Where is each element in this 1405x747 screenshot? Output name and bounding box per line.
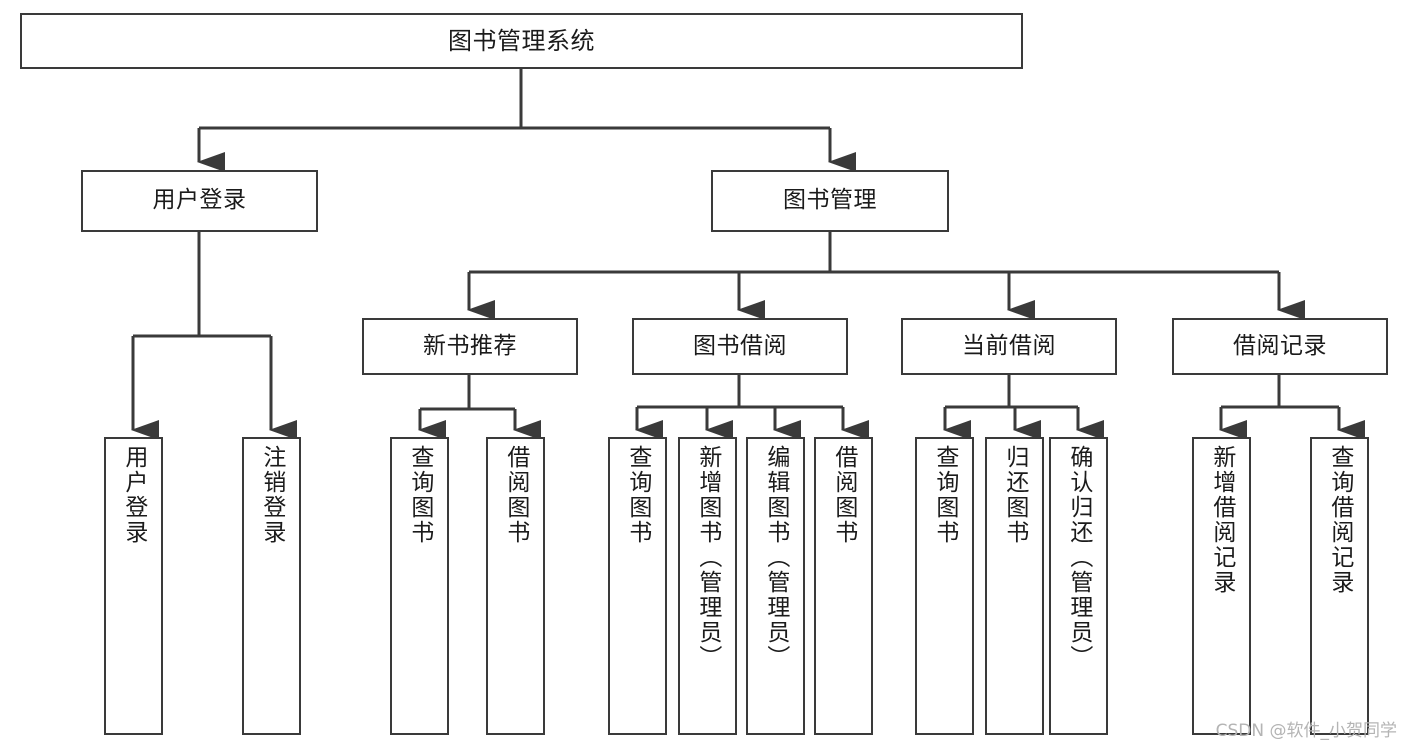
leaf-borrow-record-add-label: 新增借阅记录 — [1208, 445, 1235, 595]
node-user-login[interactable]: 用户登录 — [81, 170, 318, 232]
node-new-book-recommend[interactable]: 新书推荐 — [362, 318, 578, 375]
leaf-current-borrow-query[interactable]: 查询图书 — [915, 437, 974, 735]
leaf-borrow-record-query-label: 查询借阅记录 — [1326, 445, 1353, 595]
node-borrow-record[interactable]: 借阅记录 — [1172, 318, 1388, 375]
leaf-current-borrow-confirm-return[interactable]: 确认归还（管理员） — [1049, 437, 1108, 735]
leaf-new-book-query-label: 查询图书 — [406, 445, 433, 545]
leaf-book-borrow-edit[interactable]: 编辑图书（管理员） — [746, 437, 805, 735]
leaf-borrow-record-query[interactable]: 查询借阅记录 — [1310, 437, 1369, 735]
node-book-management-label: 图书管理 — [783, 187, 877, 214]
node-book-borrow-label: 图书借阅 — [693, 332, 787, 359]
leaf-new-book-query[interactable]: 查询图书 — [390, 437, 449, 735]
node-book-borrow[interactable]: 图书借阅 — [632, 318, 848, 375]
leaf-new-book-borrow-label: 借阅图书 — [502, 445, 529, 545]
leaf-book-borrow-edit-label: 编辑图书（管理员） — [762, 445, 789, 670]
node-book-management[interactable]: 图书管理 — [711, 170, 949, 232]
leaf-book-borrow-query-label: 查询图书 — [624, 445, 651, 545]
leaf-current-borrow-return-label: 归还图书 — [1001, 445, 1028, 545]
node-root-label: 图书管理系统 — [448, 26, 595, 55]
node-user-login-label: 用户登录 — [152, 187, 247, 214]
leaf-book-borrow-borrow[interactable]: 借阅图书 — [814, 437, 873, 735]
watermark-text: CSDN @软件_小贺同学 — [1215, 721, 1397, 741]
leaf-book-borrow-borrow-label: 借阅图书 — [830, 445, 857, 545]
leaf-current-borrow-query-label: 查询图书 — [931, 445, 958, 545]
leaf-current-borrow-return[interactable]: 归还图书 — [985, 437, 1044, 735]
leaf-book-borrow-add[interactable]: 新增图书（管理员） — [678, 437, 737, 735]
leaf-new-book-borrow[interactable]: 借阅图书 — [486, 437, 545, 735]
leaf-user-login-login-label: 用户登录 — [120, 445, 147, 545]
leaf-book-borrow-query[interactable]: 查询图书 — [608, 437, 667, 735]
leaf-user-login-logout-label: 注销登录 — [258, 445, 285, 545]
node-borrow-record-label: 借阅记录 — [1233, 332, 1327, 359]
node-new-book-recommend-label: 新书推荐 — [423, 332, 517, 359]
leaf-current-borrow-confirm-return-label: 确认归还（管理员） — [1065, 445, 1092, 670]
node-current-borrow-label: 当前借阅 — [962, 332, 1056, 359]
node-root[interactable]: 图书管理系统 — [20, 13, 1023, 69]
leaf-user-login-login[interactable]: 用户登录 — [104, 437, 163, 735]
node-current-borrow[interactable]: 当前借阅 — [901, 318, 1117, 375]
leaf-borrow-record-add[interactable]: 新增借阅记录 — [1192, 437, 1251, 735]
leaf-book-borrow-add-label: 新增图书（管理员） — [694, 445, 721, 670]
leaf-user-login-logout[interactable]: 注销登录 — [242, 437, 301, 735]
